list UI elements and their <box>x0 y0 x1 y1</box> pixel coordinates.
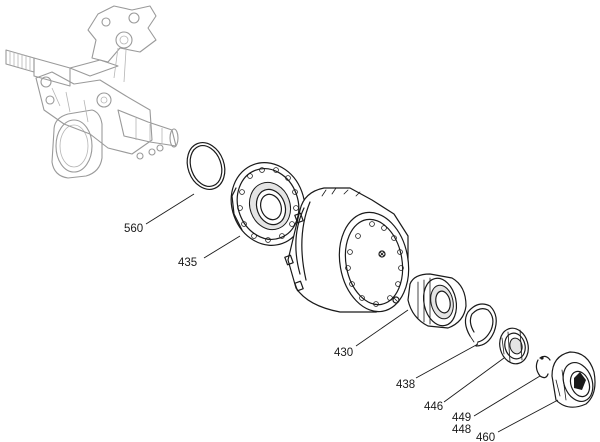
leader-438 <box>415 343 479 379</box>
part-435-hub-flange <box>230 162 306 246</box>
part-560-seal-ring <box>186 142 226 190</box>
part-460-hub-cap <box>551 351 596 408</box>
hub-stud-holes <box>237 167 299 243</box>
drum-center-screw <box>378 250 386 258</box>
drum-side-screw <box>392 296 400 304</box>
callout-560: 560 <box>124 223 143 235</box>
axle-knuckle-assembly <box>5 5 179 179</box>
leader-446 <box>443 357 505 403</box>
callout-labels: 560 435 430 438 446 449 448 460 <box>124 223 495 442</box>
part-446-axle-nut <box>499 327 529 365</box>
leader-435 <box>203 235 241 259</box>
leader-lines <box>145 193 559 433</box>
drum-stud-holes <box>345 221 404 307</box>
part-bearing-cassette <box>407 273 467 329</box>
callout-448: 448 <box>452 424 471 436</box>
leader-460 <box>497 399 559 433</box>
part-438-snap-ring <box>464 303 497 347</box>
leader-430 <box>355 309 409 347</box>
part-449-locking-clip <box>535 355 551 379</box>
callout-430: 430 <box>334 347 353 359</box>
callout-449: 449 <box>452 412 471 424</box>
leader-560 <box>145 193 195 225</box>
callout-460: 460 <box>476 432 495 442</box>
part-430-brake-drum <box>284 187 410 313</box>
callout-446: 446 <box>424 401 443 413</box>
leader-449 <box>473 375 541 417</box>
callout-435: 435 <box>178 257 197 269</box>
callout-438: 438 <box>396 379 415 391</box>
